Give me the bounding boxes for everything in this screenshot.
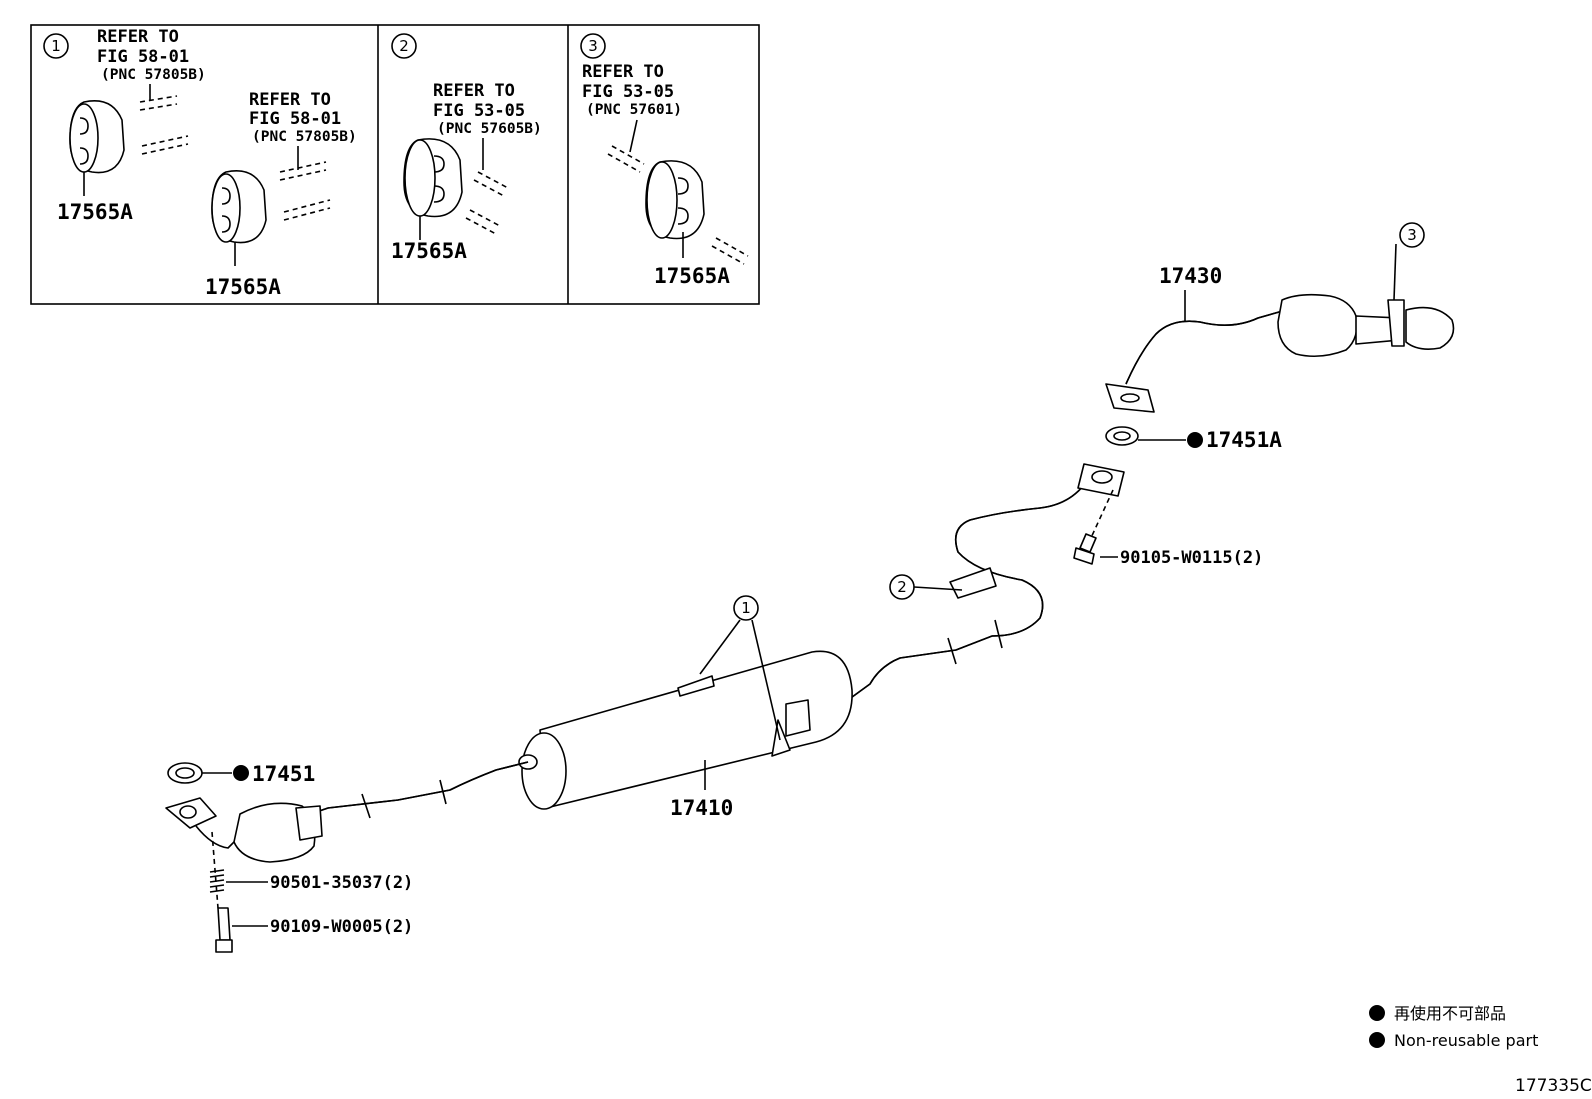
center-pipe bbox=[847, 463, 1125, 701]
part-number-17410: 17410 bbox=[670, 796, 733, 820]
callout-number: 2 bbox=[399, 37, 409, 55]
part-number-17565A: 17565A bbox=[205, 275, 281, 299]
part-number-17451: 17451 bbox=[252, 762, 315, 786]
bolt-90105 bbox=[1073, 533, 1097, 565]
hanger-rod bbox=[279, 161, 331, 221]
pnc-ref-label: (PNC 57601) bbox=[586, 102, 682, 118]
gasket-17451 bbox=[167, 762, 203, 784]
hanger-rod bbox=[465, 171, 509, 235]
hanger-rod bbox=[607, 145, 749, 265]
tail-pipe-17430 bbox=[1105, 243, 1455, 413]
part-number-90501: 90501-35037(2) bbox=[270, 873, 413, 893]
callout-number-2: 2 bbox=[897, 578, 907, 596]
refer-to-label: REFER TO bbox=[97, 27, 179, 47]
leader-line bbox=[629, 119, 638, 153]
inset-panel-1: 1 REFER TO FIG 58-01 (PNC 57805B) REFER … bbox=[43, 27, 357, 299]
leader-line bbox=[699, 619, 741, 675]
part-number-17451A: 17451A bbox=[1206, 428, 1282, 452]
diagram-code: 177335C bbox=[1515, 1076, 1592, 1096]
inset-panel-group bbox=[30, 24, 760, 305]
legend-dot bbox=[1369, 1005, 1385, 1021]
bolt-90109 bbox=[215, 907, 233, 953]
fig-ref-label: FIG 53-05 bbox=[433, 101, 525, 121]
legend-text-jp: 再使用不可部品 bbox=[1394, 1004, 1506, 1023]
legend: 再使用不可部品 Non-reusable part bbox=[1369, 1004, 1538, 1050]
fig-ref-label: FIG 58-01 bbox=[97, 47, 189, 67]
part-number-90109: 90109-W0005(2) bbox=[270, 917, 413, 937]
leader-line bbox=[913, 586, 963, 591]
callout-circle-1 bbox=[733, 595, 759, 621]
spring-90501 bbox=[209, 869, 225, 893]
callout-number: 3 bbox=[588, 37, 598, 55]
inset-panel-3: 3 REFER TO FIG 53-05 (PNC 57601) 17565A bbox=[580, 33, 749, 288]
legend-dot bbox=[1369, 1032, 1385, 1048]
rubber-hanger bbox=[403, 138, 463, 218]
inset-frame bbox=[30, 24, 760, 305]
part-number-17430: 17430 bbox=[1159, 264, 1222, 288]
part-number-17565A: 17565A bbox=[391, 239, 467, 263]
part-number-90105: 90105-W0115(2) bbox=[1120, 548, 1263, 568]
pnc-ref-label: (PNC 57805B) bbox=[252, 129, 357, 145]
pnc-ref-label: (PNC 57605B) bbox=[437, 121, 542, 137]
refer-to-label: REFER TO bbox=[582, 62, 664, 82]
part-number-17565A: 17565A bbox=[654, 264, 730, 288]
callout-circle bbox=[43, 33, 69, 59]
legend-text-en: Non-reusable part bbox=[1394, 1031, 1538, 1050]
gasket-17451A bbox=[1105, 426, 1139, 446]
fig-ref-label: FIG 58-01 bbox=[249, 109, 341, 129]
callout-circle-3 bbox=[1399, 222, 1425, 248]
non-reusable-dot bbox=[1187, 432, 1203, 448]
dashed-guide bbox=[1089, 489, 1114, 541]
rubber-hanger bbox=[69, 100, 125, 174]
part-number-17565A: 17565A bbox=[57, 200, 133, 224]
callout-number-3: 3 bbox=[1407, 226, 1417, 244]
fig-ref-label: FIG 53-05 bbox=[582, 82, 674, 102]
hanger-rod bbox=[139, 95, 189, 155]
callout-number: 1 bbox=[51, 37, 61, 55]
refer-to-label: REFER TO bbox=[249, 90, 331, 110]
callout-number-1: 1 bbox=[741, 599, 751, 617]
callout-circle bbox=[391, 33, 417, 59]
pnc-ref-label: (PNC 57805B) bbox=[101, 67, 206, 83]
callout-circle bbox=[580, 33, 606, 59]
inset-panel-2: 2 REFER TO FIG 53-05 (PNC 57605B) 17565A bbox=[391, 33, 542, 263]
leader-line bbox=[751, 619, 781, 741]
rubber-hanger bbox=[211, 170, 267, 244]
main-muffler-17410 bbox=[518, 650, 853, 810]
dashed-guide bbox=[211, 831, 219, 909]
non-reusable-dot bbox=[233, 765, 249, 781]
rubber-hanger bbox=[645, 160, 705, 240]
refer-to-label: REFER TO bbox=[433, 81, 515, 101]
front-pipe bbox=[165, 761, 529, 863]
